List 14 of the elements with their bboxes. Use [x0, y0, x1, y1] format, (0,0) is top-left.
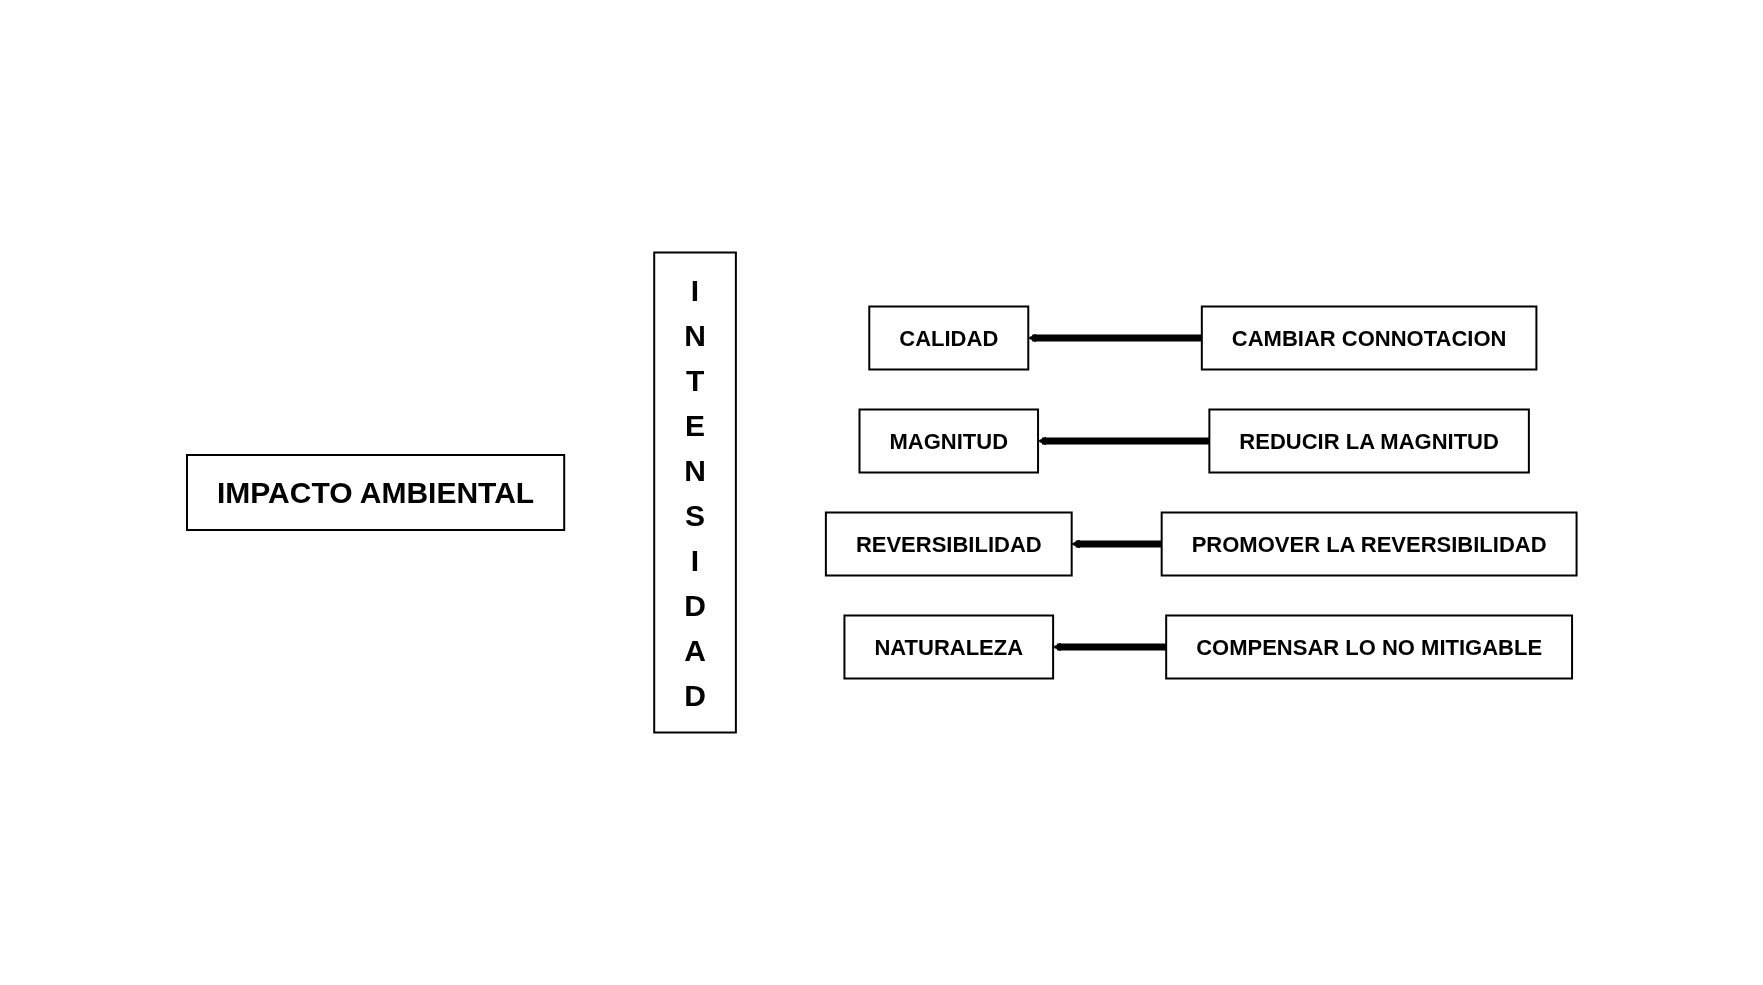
- node-box: CAMBIAR CONNOTACION: [1200, 305, 1538, 371]
- node-box: CALIDAD: [868, 305, 1029, 371]
- node-box: INTENSIDAD: [652, 251, 737, 734]
- arrow: [1071, 539, 1162, 549]
- node-box: COMPENSAR LO NO MITIGABLE: [1164, 614, 1573, 680]
- node-box: NATURALEZA: [843, 614, 1054, 680]
- arrow: [1037, 436, 1210, 446]
- node-box: REVERSIBILIDAD: [824, 511, 1073, 577]
- node-box: PROMOVER LA REVERSIBILIDAD: [1160, 511, 1578, 577]
- node-box: REDUCIR LA MAGNITUD: [1208, 408, 1530, 474]
- arrow: [1027, 333, 1202, 343]
- node-box: IMPACTO AMBIENTAL: [185, 454, 565, 531]
- node-box: MAGNITUD: [858, 408, 1039, 474]
- arrow: [1052, 642, 1166, 652]
